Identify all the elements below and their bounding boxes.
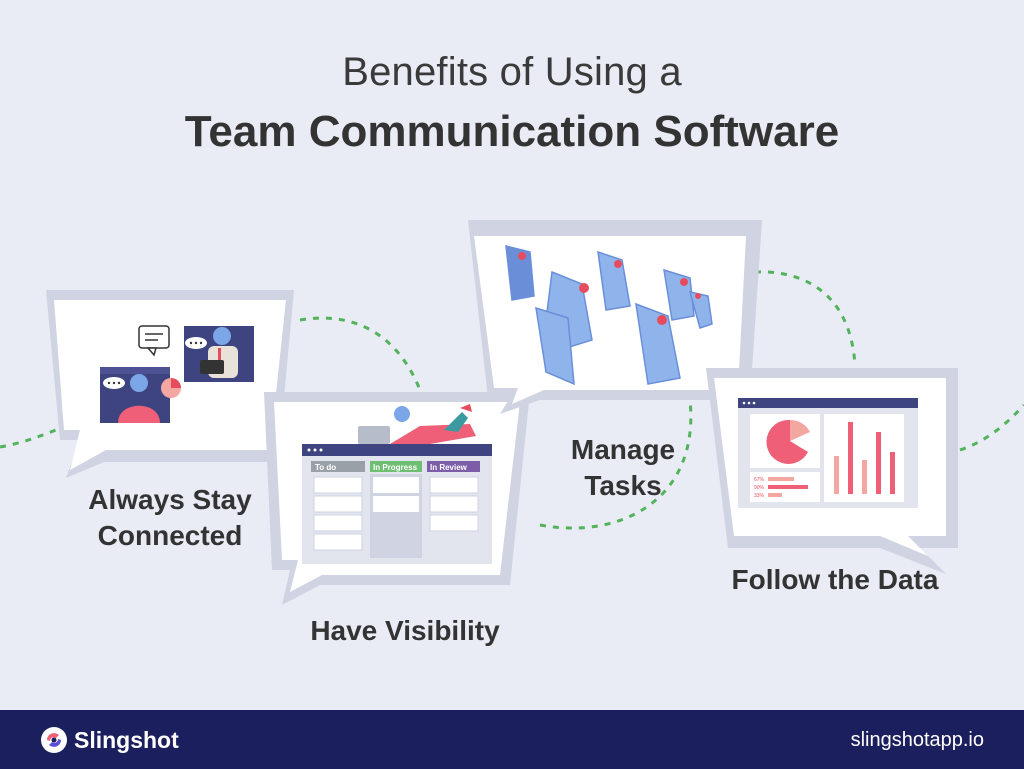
kanban-column-in-progress: In Progress bbox=[373, 463, 418, 472]
bubble-visibility: To do In Progress In Review bbox=[264, 392, 530, 605]
bubble-data: 67% 90% 33% bbox=[706, 368, 958, 574]
kanban-column-todo: To do bbox=[315, 463, 336, 472]
benefits-illustration: To do In Progress In Review bbox=[0, 220, 1024, 605]
title-line-1: Benefits of Using a bbox=[342, 50, 682, 94]
caption-tasks-line-1: Manage bbox=[570, 434, 676, 465]
caption-connected-line-2: Connected bbox=[97, 520, 243, 551]
brand-name: Slingshot bbox=[74, 726, 179, 753]
footer-bar: Slingshot slingshotapp.io bbox=[0, 710, 1024, 769]
person-with-laptop bbox=[358, 404, 476, 444]
brand-link[interactable]: Slingshot bbox=[40, 726, 179, 754]
dashboard-bar-label-1: 67% bbox=[754, 477, 765, 483]
title-line-2: Team Communication Software bbox=[184, 107, 840, 156]
caption-manage-tasks: Manage Tasks bbox=[548, 432, 698, 504]
kanban-board: To do In Progress In Review bbox=[302, 444, 492, 564]
dashboard-bar-label-2: 90% bbox=[754, 485, 765, 491]
dashboard-bar-label-3: 33% bbox=[754, 493, 765, 499]
caption-always-connected: Always Stay Connected bbox=[70, 482, 270, 554]
bubble-tasks bbox=[468, 220, 762, 414]
caption-have-visibility: Have Visibility bbox=[310, 615, 500, 646]
video-call-window-left bbox=[100, 367, 181, 423]
kanban-column-in-review: In Review bbox=[430, 463, 468, 472]
dashboard-panel: 67% 90% 33% bbox=[738, 398, 918, 508]
slingshot-logo-icon bbox=[41, 727, 67, 753]
video-call-window-right bbox=[184, 326, 254, 382]
caption-tasks-line-2: Tasks bbox=[584, 470, 662, 501]
chat-bubble-icon bbox=[138, 325, 170, 357]
site-url-link[interactable]: slingshotapp.io bbox=[850, 729, 984, 751]
bubble-connected bbox=[46, 290, 294, 478]
caption-follow-data: Follow the Data bbox=[731, 564, 939, 595]
caption-connected-line-1: Always Stay bbox=[88, 484, 252, 515]
